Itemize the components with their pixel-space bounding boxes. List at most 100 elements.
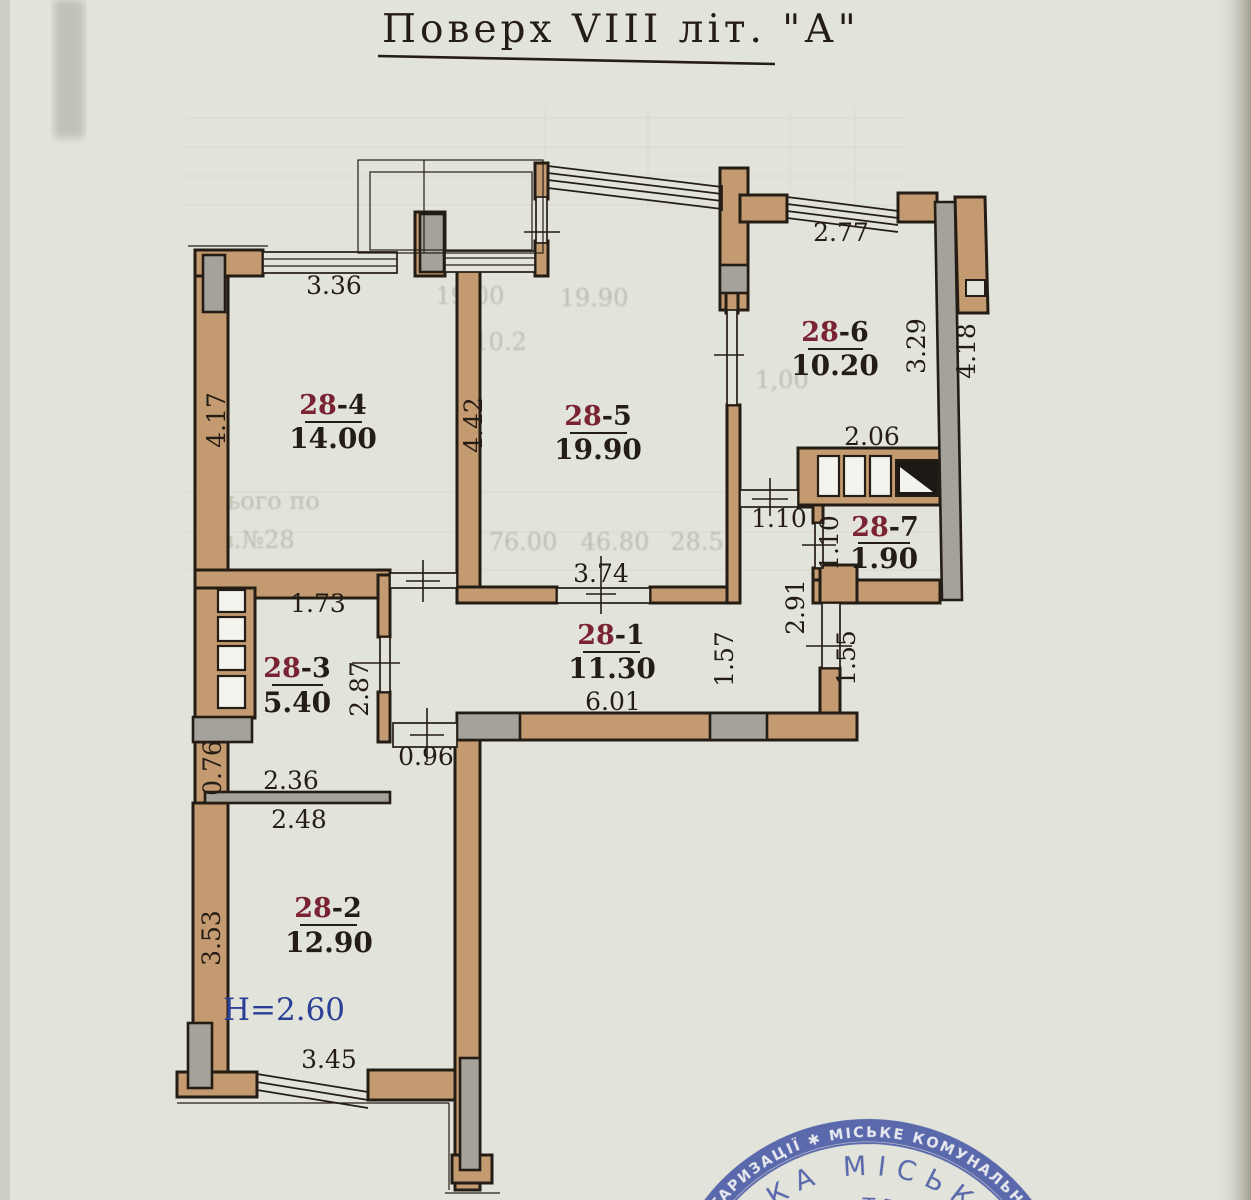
- dim-label: 2.06: [844, 422, 900, 451]
- shaft-cell: [842, 454, 867, 498]
- svg-text:28-3: 28-3: [263, 653, 331, 684]
- room-number-suffix: -5: [602, 401, 632, 432]
- room-labels: 28-4 14.00 28-5 19.90 28-6 10.20 28-7 1.…: [223, 317, 919, 1028]
- wall: [533, 161, 550, 201]
- window-3-45: [256, 1073, 369, 1109]
- room-number-prefix: 28: [263, 653, 301, 684]
- svg-text:28-1: 28-1: [577, 620, 645, 651]
- vent-shaft: [816, 454, 939, 498]
- dim-label: 4.42: [459, 397, 488, 453]
- dim-label: 4.18: [952, 323, 981, 379]
- dim-label: 0.96: [398, 742, 454, 771]
- page-title: Поверх VIII літ. "А": [382, 7, 860, 52]
- duct-cell: [216, 644, 247, 672]
- ghost-text: 46.80: [581, 528, 650, 556]
- concrete-column: [718, 263, 750, 295]
- ghost-text: 19.90: [560, 284, 629, 312]
- room-number-suffix: -7: [889, 512, 919, 543]
- scan-smudge: [54, 0, 84, 138]
- room-area: 10.20: [791, 349, 879, 382]
- dim-label: 2.87: [345, 661, 374, 717]
- room-number-prefix: 28: [564, 401, 602, 432]
- concrete-column: [201, 253, 227, 314]
- dim-label: 1.10: [815, 515, 844, 571]
- room-number-suffix: -1: [615, 620, 645, 651]
- duct-cell: [216, 674, 247, 710]
- room-label-28-3: 28-3 5.40: [263, 653, 331, 719]
- ghost-text: 1,00: [755, 366, 808, 394]
- dim-label: 6.01: [585, 687, 641, 716]
- shaft-cell: [816, 454, 841, 498]
- room-number-suffix: -3: [301, 653, 331, 684]
- room-label-28-7: 28-7 1.90: [850, 512, 919, 575]
- title-underline: [377, 54, 776, 66]
- room-area: 11.30: [568, 652, 656, 685]
- door-opening-3-74: [556, 587, 651, 604]
- window-3-36: [262, 251, 398, 274]
- wall: [533, 239, 550, 278]
- room-number-prefix: 28: [294, 893, 332, 924]
- dim-label: 3.36: [306, 271, 362, 300]
- door-opening-corridor: [821, 602, 841, 669]
- concrete-column: [186, 1021, 214, 1090]
- room-label-28-5: 28-5 19.90: [554, 401, 642, 466]
- room-area: 19.90: [554, 433, 642, 466]
- drawing-title-block: Поверх VIII літ. "А": [377, 7, 860, 66]
- room-label-28-2: 28-2 12.90: [285, 893, 373, 959]
- wall: [738, 193, 789, 224]
- wall: [725, 403, 742, 605]
- wall: [455, 585, 559, 605]
- shaft-cell: [868, 454, 893, 498]
- dim-label: 1.73: [290, 589, 346, 618]
- wall: [376, 573, 392, 639]
- wall: [818, 563, 859, 605]
- concrete-wall-strip: [933, 200, 964, 602]
- ghost-text: 10.2: [473, 328, 526, 356]
- room-number-prefix: 28: [299, 390, 337, 421]
- room-number-prefix: 28: [801, 317, 839, 348]
- duct-cells: [216, 588, 247, 710]
- svg-text:28-6: 28-6: [801, 317, 869, 348]
- partition-wall: [203, 790, 392, 805]
- concrete-column: [458, 1056, 482, 1172]
- dim-label: 0.76: [198, 740, 227, 796]
- dim-label: 3.29: [902, 318, 931, 374]
- room-label-28-4: 28-4 14.00: [289, 390, 377, 455]
- window-loggia: [444, 250, 536, 273]
- door-opening-28-3: [379, 636, 391, 693]
- duct-cell: [216, 588, 247, 614]
- svg-text:28-5: 28-5: [564, 401, 632, 432]
- ghost-text: 28.5: [670, 528, 723, 556]
- concrete-lintel: [455, 711, 522, 742]
- wall: [376, 690, 392, 744]
- window-long-top: [547, 164, 723, 211]
- svg-text:28-4: 28-4: [299, 390, 367, 421]
- dim-label: 2.36: [263, 766, 319, 795]
- wall-notch: [965, 279, 986, 297]
- concrete-lintel: [191, 715, 254, 744]
- window-2-77: [786, 196, 899, 233]
- svg-text:28-7: 28-7: [851, 512, 919, 543]
- room-number-prefix: 28: [851, 512, 889, 543]
- dim-label: 1.10: [751, 504, 807, 533]
- room-number-suffix: -4: [337, 390, 367, 421]
- room-area: 12.90: [285, 926, 373, 959]
- dim-label: 3.53: [197, 910, 226, 966]
- dimension-labels: 3.36 4.17 4.42 2.77 3.29 4.18 2.06 1.10 …: [197, 218, 981, 1074]
- page-right-edge-shadow: [1215, 0, 1251, 1200]
- dim-label: 1.57: [710, 631, 739, 687]
- room-area: 5.40: [263, 686, 331, 719]
- dim-label: 2.48: [271, 805, 327, 834]
- loggia-outline: [357, 159, 544, 254]
- room-label-28-6: 28-6 10.20: [791, 317, 879, 382]
- ceiling-height-note: H=2.60: [223, 992, 345, 1028]
- dim-label: 2.77: [813, 218, 869, 247]
- room-label-28-1: 28-1 11.30: [568, 620, 656, 685]
- vent-symbol-triangle: [900, 467, 933, 492]
- dimension-ticks: [352, 231, 852, 762]
- room-number-suffix: -2: [332, 893, 362, 924]
- room-area: 14.00: [289, 422, 377, 455]
- wall: [366, 1068, 459, 1102]
- duct-cell: [216, 615, 247, 643]
